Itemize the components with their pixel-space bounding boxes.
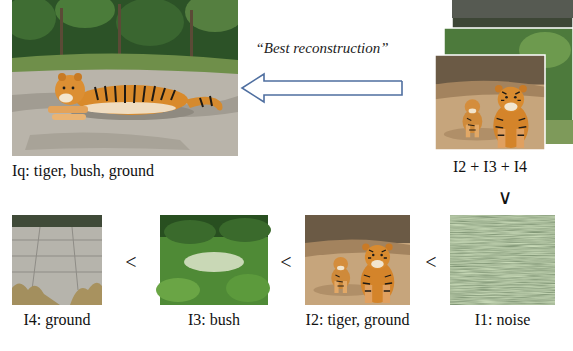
image-panel: Iq: tiger, bush, ground [12, 0, 238, 180]
image-caption: I2: tiger, ground [306, 310, 410, 329]
image-panel: I1: noise [450, 215, 555, 329]
ground-photo [12, 215, 102, 305]
image-caption: I3: bush [188, 310, 240, 329]
tiger-ground-photo [305, 215, 410, 305]
edge-label: “Best reconstruction” [253, 39, 390, 57]
image-caption: I4: ground [23, 310, 90, 329]
image-caption: Iq: tiger, bush, ground [12, 161, 154, 180]
stacked-photos [435, 0, 573, 150]
order-symbol: < [280, 251, 291, 273]
image-panel: I2: tiger, ground [304, 215, 412, 329]
bush-photo [156, 215, 271, 305]
order-symbol: < [425, 251, 436, 273]
image-caption: I2 + I3 + I4 [453, 157, 527, 176]
block-arrow [242, 74, 402, 102]
lying-tiger-photo [12, 0, 238, 156]
order-symbol: < [125, 251, 136, 273]
image-panel: I4: ground [12, 215, 102, 329]
image-panel: I3: bush [160, 215, 268, 329]
image-caption: I1: noise [475, 310, 531, 329]
image-panel: I2 + I3 + I4 [432, 0, 573, 176]
order-symbol: ∨ [498, 186, 513, 208]
noise-image [450, 215, 555, 305]
